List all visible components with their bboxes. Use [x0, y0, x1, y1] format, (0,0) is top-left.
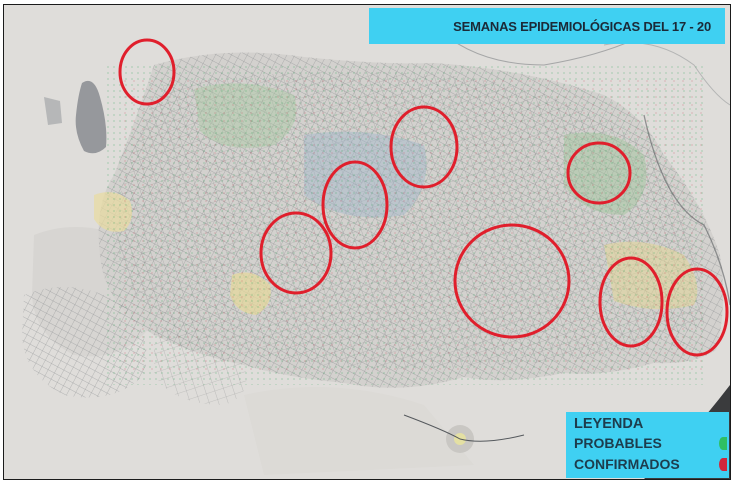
hotspot-circle: [259, 211, 333, 295]
east-road: [643, 114, 730, 306]
map-title: SEMANAS EPIDEMIOLÓGICAS DEL 17 - 20: [453, 18, 711, 34]
confirmed-case-dots: [124, 75, 704, 375]
southern-road: [403, 414, 525, 442]
hotspot-circle: [389, 105, 459, 189]
legend-swatch-red: [719, 458, 727, 471]
hotspot-circle: [453, 223, 571, 339]
legend: LEYENDA PROBABLES CONFIRMADOS: [566, 412, 729, 478]
map-photo: [3, 4, 731, 480]
legend-item-probables: PROBABLES: [574, 433, 729, 454]
city-map: [4, 5, 730, 479]
outline-road-north: [433, 24, 645, 66]
legend-item-confirmados: CONFIRMADOS: [574, 454, 729, 475]
hotspot-circle: [598, 256, 664, 348]
legend-label: CONFIRMADOS: [574, 456, 680, 472]
lake-shore: [44, 97, 62, 125]
legend-label: PROBABLES: [574, 435, 662, 451]
legend-title: LEYENDA: [574, 416, 644, 432]
peripheral-zone-south: [244, 387, 474, 475]
legend-swatch-green: [719, 437, 727, 450]
hotspot-circles: [118, 38, 729, 357]
lake: [75, 80, 107, 154]
hotspot-circle: [566, 141, 632, 205]
title-banner: SEMANAS EPIDEMIOLÓGICAS DEL 17 - 20: [369, 8, 725, 44]
hotspot-circle: [665, 267, 729, 357]
hotspot-circle: [118, 38, 176, 106]
hotspot-circle: [321, 160, 389, 250]
